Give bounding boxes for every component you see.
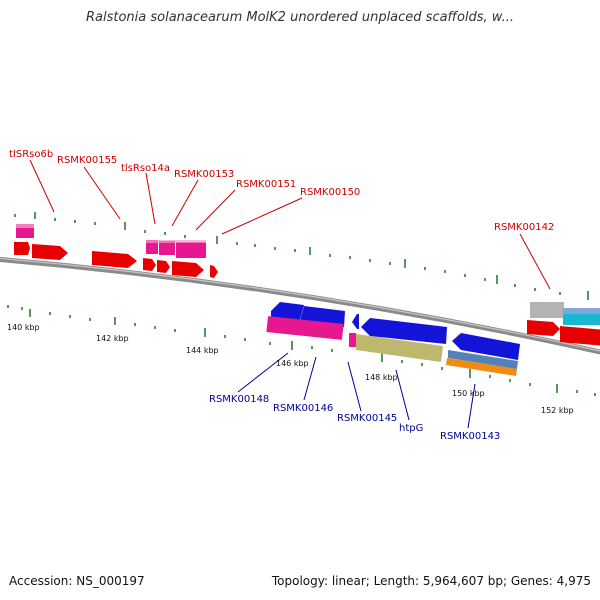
gene-RSMK00143[interactable] <box>448 350 518 369</box>
gene-label-RSMK00148[interactable]: RSMK00148 <box>209 394 269 405</box>
gene-red-8[interactable] <box>560 326 600 346</box>
gene-label-RSMK00155[interactable]: RSMK00155 <box>57 155 117 166</box>
gene-red-4[interactable] <box>143 258 156 271</box>
gene-RSMK00153[interactable] <box>159 241 175 255</box>
gene-red-6[interactable] <box>172 261 204 277</box>
gene-tlsRso14a[interactable] <box>146 240 158 254</box>
scale-label: 152 kbp <box>541 406 574 415</box>
scale-label: 146 kbp <box>276 359 309 368</box>
chromosome-backbone <box>0 256 600 355</box>
gene-red-2[interactable] <box>32 244 68 260</box>
gene-label-RSMK00146[interactable]: RSMK00146 <box>273 403 333 414</box>
scale-label: 144 kbp <box>186 346 219 355</box>
reverse-genes <box>266 302 520 376</box>
gene-RSMK00145[interactable] <box>349 333 356 347</box>
gene-label-htpG[interactable]: htpG <box>399 423 423 434</box>
forward-genes <box>14 224 600 346</box>
gene-red-7[interactable] <box>527 320 560 336</box>
gene-label-RSMK00143[interactable]: RSMK00143 <box>440 431 500 442</box>
gene-label-RSMK00145[interactable]: RSMK00145 <box>337 413 397 424</box>
gene-red-1[interactable] <box>14 242 30 255</box>
gene-RSMK00142[interactable] <box>530 302 564 318</box>
gene-label-RSMK00151[interactable]: RSMK00151 <box>236 179 296 190</box>
gene-RSMK00151[interactable] <box>176 242 206 258</box>
map-title: Ralstonia solanacearum MolK2 unordered u… <box>85 10 514 25</box>
gene-RSMK00150[interactable] <box>210 265 218 278</box>
scale-label: 148 kbp <box>365 373 398 382</box>
gene-orange[interactable] <box>446 358 517 376</box>
gene-label-RSMK00150[interactable]: RSMK00150 <box>300 187 360 198</box>
gene-red-5[interactable] <box>157 260 170 273</box>
gene-RSMK00148[interactable] <box>266 316 344 340</box>
gene-label-tISRso6b[interactable]: tISRso6b <box>9 149 53 160</box>
upper-leader-lines <box>29 159 551 290</box>
gene-blue-4[interactable] <box>361 318 447 344</box>
scale-label: 150 kbp <box>452 389 485 398</box>
lower-tick-track <box>7 305 596 396</box>
scale-label: 140 kbp <box>7 323 40 332</box>
gene-label-RSMK00142[interactable]: RSMK00142 <box>494 222 554 233</box>
accession-label: Accession: NS_000197 <box>9 574 145 588</box>
gene-cyan[interactable] <box>563 312 600 325</box>
upper-tick-track <box>14 212 589 300</box>
lower-leader-lines <box>237 352 476 429</box>
gene-label-RSMK00153[interactable]: RSMK00153 <box>174 169 234 180</box>
gene-red-3[interactable] <box>92 251 137 268</box>
scale-label: 142 kbp <box>96 334 129 343</box>
gene-blue-5[interactable] <box>452 333 520 360</box>
genome-summary: Topology: linear; Length: 5,964,607 bp; … <box>271 574 591 588</box>
gene-blue-3[interactable] <box>352 314 359 329</box>
gene-htpG[interactable] <box>356 334 443 362</box>
gene-blue-1[interactable] <box>271 302 304 320</box>
gene-label-tlsRso14a[interactable]: tlsRso14a <box>121 163 170 174</box>
